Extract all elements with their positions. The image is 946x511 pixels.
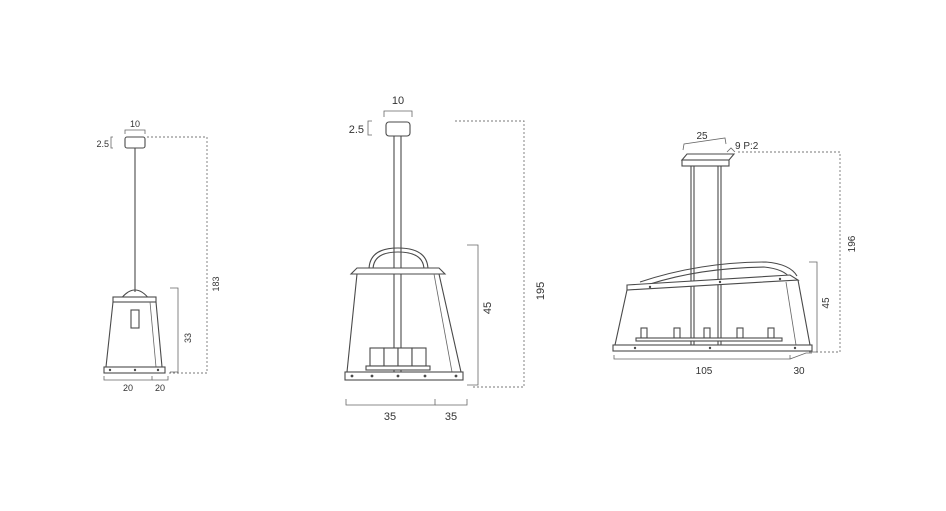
medium-base-width-dim	[345, 399, 436, 406]
medium-canopy-width-dim	[383, 110, 413, 117]
medium-base	[344, 371, 464, 381]
medium-base-screw	[350, 374, 354, 378]
medium-bulb-holder	[365, 365, 431, 371]
linear-shade-edge	[785, 281, 797, 346]
small-base-width-dim	[103, 376, 153, 381]
small-total-height-label: 183	[211, 276, 221, 291]
small-base-depth-dim	[152, 376, 169, 381]
medium-canopy	[385, 121, 411, 137]
linear-bulb	[736, 327, 744, 339]
linear-band-screw	[778, 277, 782, 281]
small-top-band	[112, 296, 157, 303]
small-base-width-label: 20	[123, 383, 133, 393]
linear-handle-inner	[649, 266, 791, 285]
linear-pendant-diagram: 25 9 P:2 196 45	[612, 131, 858, 377]
medium-base-depth-dim	[435, 399, 468, 406]
linear-band-screw	[718, 280, 722, 284]
medium-base-width-label: 35	[384, 411, 396, 423]
small-canopy-width-label: 10	[130, 119, 140, 129]
medium-bulb	[397, 347, 413, 367]
linear-base-depth-dim	[789, 352, 812, 360]
medium-shade-height-label: 45	[482, 302, 494, 314]
medium-bulb	[383, 347, 399, 367]
small-base-screw	[108, 368, 112, 372]
small-canopy-height-label: 2.5	[96, 139, 109, 149]
small-pendant-diagram: 10 2.5 183 33 20 20	[96, 119, 221, 393]
medium-bulb	[411, 347, 427, 367]
small-base-screw	[156, 368, 160, 372]
medium-base-depth-label: 35	[445, 411, 457, 423]
medium-base-screw	[370, 374, 374, 378]
linear-total-height-label: 196	[847, 235, 858, 252]
medium-base-screw	[423, 374, 427, 378]
linear-canopy-width-dim	[682, 137, 727, 151]
linear-canopy-depth-label: 9 P:2	[735, 141, 759, 152]
medium-total-height-dim	[455, 120, 525, 388]
small-shade-edge	[149, 301, 157, 368]
medium-top-band	[349, 267, 447, 275]
linear-base	[612, 344, 813, 352]
medium-canopy-height-label: 2.5	[349, 124, 364, 136]
linear-canopy	[681, 159, 730, 167]
linear-shade-height-dim	[809, 261, 818, 353]
small-shade	[105, 301, 163, 368]
linear-shade-height-label: 45	[821, 297, 832, 309]
small-canopy	[124, 136, 146, 149]
medium-handle-inner	[372, 251, 425, 271]
small-total-height-dim	[147, 136, 208, 374]
linear-canopy-top	[680, 153, 736, 161]
linear-canopy-width-label: 25	[696, 131, 708, 142]
linear-handle-outer	[639, 261, 798, 283]
small-shade-height-label: 33	[183, 333, 193, 343]
medium-canopy-width-label: 10	[392, 95, 404, 107]
linear-base-depth-label: 30	[793, 366, 805, 377]
linear-base-screw	[793, 346, 797, 350]
linear-bulb-holder	[635, 337, 783, 342]
linear-band-screw	[648, 285, 652, 289]
small-canopy-width-dim	[124, 129, 146, 134]
linear-base-length-dim	[613, 355, 791, 360]
linear-bulb	[640, 327, 648, 339]
linear-bulb	[767, 327, 775, 339]
medium-bulb	[369, 347, 385, 367]
medium-base-screw	[396, 374, 400, 378]
small-base-screw	[133, 368, 137, 372]
linear-canopy-depth-dim	[726, 147, 736, 153]
medium-base-screw	[454, 374, 458, 378]
small-canopy-height-dim	[110, 136, 113, 149]
linear-base-screw	[708, 346, 712, 350]
linear-top-band	[626, 274, 800, 291]
linear-base-length-label: 105	[696, 366, 713, 377]
linear-bulb	[673, 327, 681, 339]
medium-pendant-diagram: 10 2.5 195 45 35	[344, 95, 547, 423]
small-shade-height-dim	[170, 287, 179, 373]
medium-total-height-label: 195	[535, 282, 547, 300]
small-base-depth-label: 20	[155, 383, 165, 393]
small-bulb	[130, 309, 140, 329]
medium-shade-edge	[433, 273, 453, 373]
linear-base-screw	[633, 346, 637, 350]
medium-shade-height-dim	[467, 244, 479, 386]
medium-canopy-height-dim	[367, 120, 372, 136]
linear-bulb	[703, 327, 711, 339]
linear-total-height-dim	[738, 151, 841, 353]
medium-handle-outer	[368, 247, 429, 271]
